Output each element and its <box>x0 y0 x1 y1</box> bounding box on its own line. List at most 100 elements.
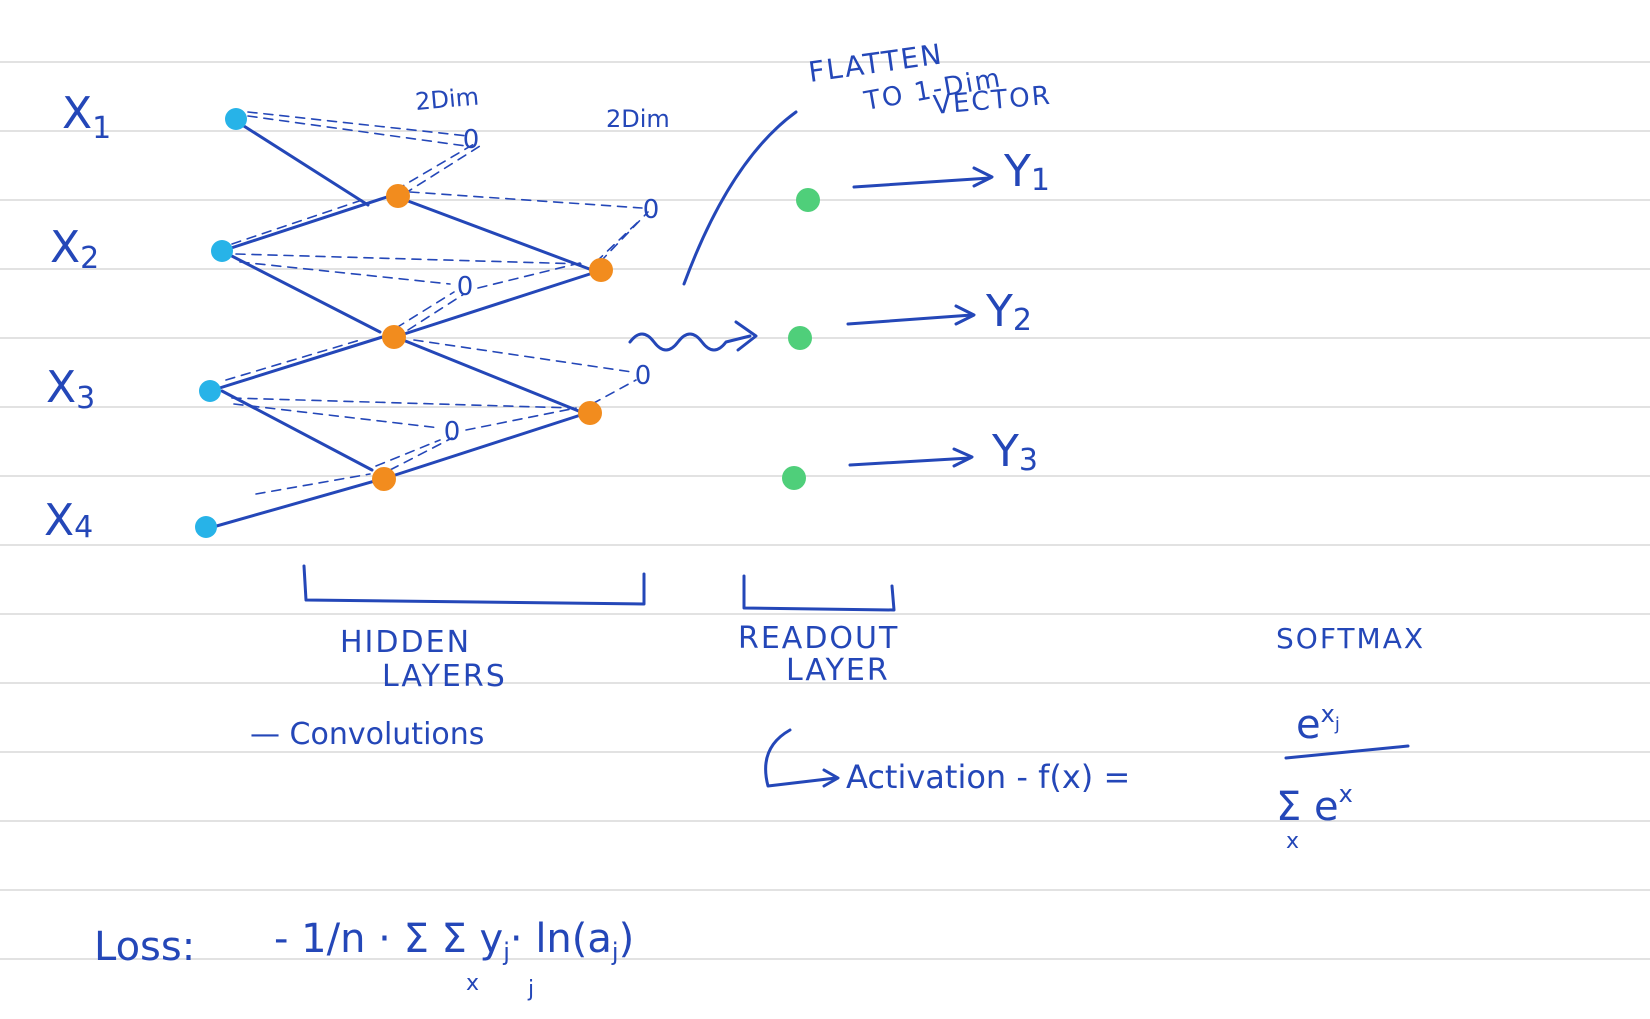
label-y2: Y2 <box>985 286 1032 338</box>
softmax-fraction-bar <box>1284 744 1410 760</box>
loss-label: Loss: <box>94 924 195 970</box>
arrow-y3-shaft <box>848 456 972 467</box>
input-node-x2 <box>211 240 233 262</box>
zero-node-3: 0 <box>457 272 474 302</box>
edge-h1a-h2a <box>398 196 594 272</box>
hidden-node-1a <box>386 184 410 208</box>
flatten-pointer-line <box>682 110 798 286</box>
flatten-annotation: FLATTEN TO 1-Dim VECTOR <box>682 37 1053 286</box>
softmax-numerator: exj <box>1296 700 1340 748</box>
label-y3: Y3 <box>991 426 1038 478</box>
label-x1: X1 <box>62 88 111 146</box>
softmax-denominator: Σ ex <box>1276 780 1353 830</box>
readout-label-line-1: READOUT <box>738 621 899 656</box>
edge-x1-h1a <box>234 119 370 207</box>
arrow-y2-shaft <box>846 313 974 326</box>
dash-x1-z1 <box>247 111 469 137</box>
dash-h1c-z5 <box>375 439 441 467</box>
edge-x2-h1b <box>220 249 382 334</box>
dash-x2-z3 <box>239 261 451 285</box>
hidden-label-line-1: HIDDEN <box>340 625 471 660</box>
convolutions-label: — Convolutions <box>250 717 484 752</box>
zero-nodes: 0 0 0 0 0 <box>444 125 660 447</box>
dash-x4-h1c <box>255 473 371 495</box>
dashed-connections <box>225 111 649 495</box>
output-labels: Y1 Y2 Y3 <box>985 146 1050 478</box>
loss-sum1-sub: x <box>466 971 479 996</box>
dim-label-first: 2Dim <box>414 83 480 116</box>
activation-hook-arrow <box>764 728 838 788</box>
softmax-denominator-sub: x <box>1286 829 1299 854</box>
arrow-y1-head <box>972 166 994 188</box>
output-arrows <box>846 166 994 468</box>
readout-layer-bracket: READOUT LAYER <box>738 574 899 688</box>
dash-x3-z5 <box>233 403 441 429</box>
activation-formula: Activation - f(x) = exj Σ ex x <box>764 700 1410 854</box>
hidden-node-2b <box>578 401 602 425</box>
edge-x2-h1a <box>220 194 392 253</box>
label-y1: Y1 <box>1003 146 1050 198</box>
label-x4: X4 <box>44 495 93 546</box>
dash-x3-h2b <box>231 397 575 409</box>
edge-h1c-h2b <box>384 410 592 480</box>
dash-h1b-z4 <box>413 339 633 373</box>
softmax-label: SOFTMAX <box>1276 622 1425 655</box>
dash-z3-h2a <box>477 261 585 289</box>
hidden-bracket-line <box>302 564 646 606</box>
dash-h1c-z5b <box>389 437 453 471</box>
hidden-node-1b <box>382 325 406 349</box>
activation-hook-arrowhead <box>822 768 840 788</box>
loss-sum2-sub: j <box>527 977 534 1002</box>
dash-h1b-z3b <box>407 293 465 331</box>
label-x2: X2 <box>50 222 99 276</box>
edge-x3-h1c <box>220 389 374 472</box>
arrow-y2-head <box>954 304 976 326</box>
squiggle-line <box>628 332 752 352</box>
edge-h1b-h2b <box>396 336 588 416</box>
input-labels: X1 X2 X3 X4 <box>44 88 111 546</box>
solid-connections <box>204 119 598 531</box>
edge-x3-h1b <box>208 332 394 393</box>
activation-text: Activation - f(x) = <box>846 758 1130 796</box>
dash-h2b-z4 <box>591 379 637 405</box>
output-node-y2 <box>788 326 812 350</box>
hidden-node-1c <box>372 467 396 491</box>
hidden-layers-bracket: HIDDEN LAYERS — Convolutions <box>250 564 646 752</box>
dash-x3-h1b <box>225 339 361 381</box>
zero-node-2: 0 <box>643 195 660 225</box>
hidden-node-2a <box>589 258 613 282</box>
dash-h2a-z2 <box>599 211 649 263</box>
squiggle-arrow <box>628 320 758 352</box>
zero-node-4: 0 <box>635 361 652 391</box>
dim-label-second: 2Dim <box>606 105 670 133</box>
arrow-y3-head <box>952 447 974 468</box>
label-x3: X3 <box>46 362 95 416</box>
edge-h1b-h2a <box>396 270 598 338</box>
input-node-x1 <box>225 108 247 130</box>
dash-z5-h2b <box>465 407 577 431</box>
zero-node-5: 0 <box>444 417 461 447</box>
readout-bracket-line <box>742 574 896 612</box>
dash-h1a-z2 <box>409 191 643 209</box>
loss-expression: - 1/n · Σ Σ yj· ln(aj) <box>274 916 634 966</box>
input-node-x3 <box>199 380 221 402</box>
input-node-x4 <box>195 516 217 538</box>
hidden-label-line-2: LAYERS <box>382 659 507 694</box>
output-node-y3 <box>782 466 806 490</box>
dash-x2-h1a <box>231 199 363 245</box>
dash-x2-h2a <box>235 253 585 265</box>
output-node-y1 <box>796 188 820 212</box>
dash-h1b-z3 <box>395 291 455 329</box>
loss-formula: Loss: - 1/n · Σ Σ yj· ln(aj) x j <box>94 916 634 1002</box>
output-nodes <box>782 188 820 490</box>
readout-label-line-2: LAYER <box>786 653 890 688</box>
hidden-nodes <box>372 184 613 491</box>
dash-h2a-z2b <box>595 219 641 263</box>
squiggle-arrowhead <box>734 320 758 352</box>
edge-x4-h1c <box>204 477 384 531</box>
input-nodes <box>195 108 247 538</box>
dash-x1-z1b <box>247 115 467 147</box>
